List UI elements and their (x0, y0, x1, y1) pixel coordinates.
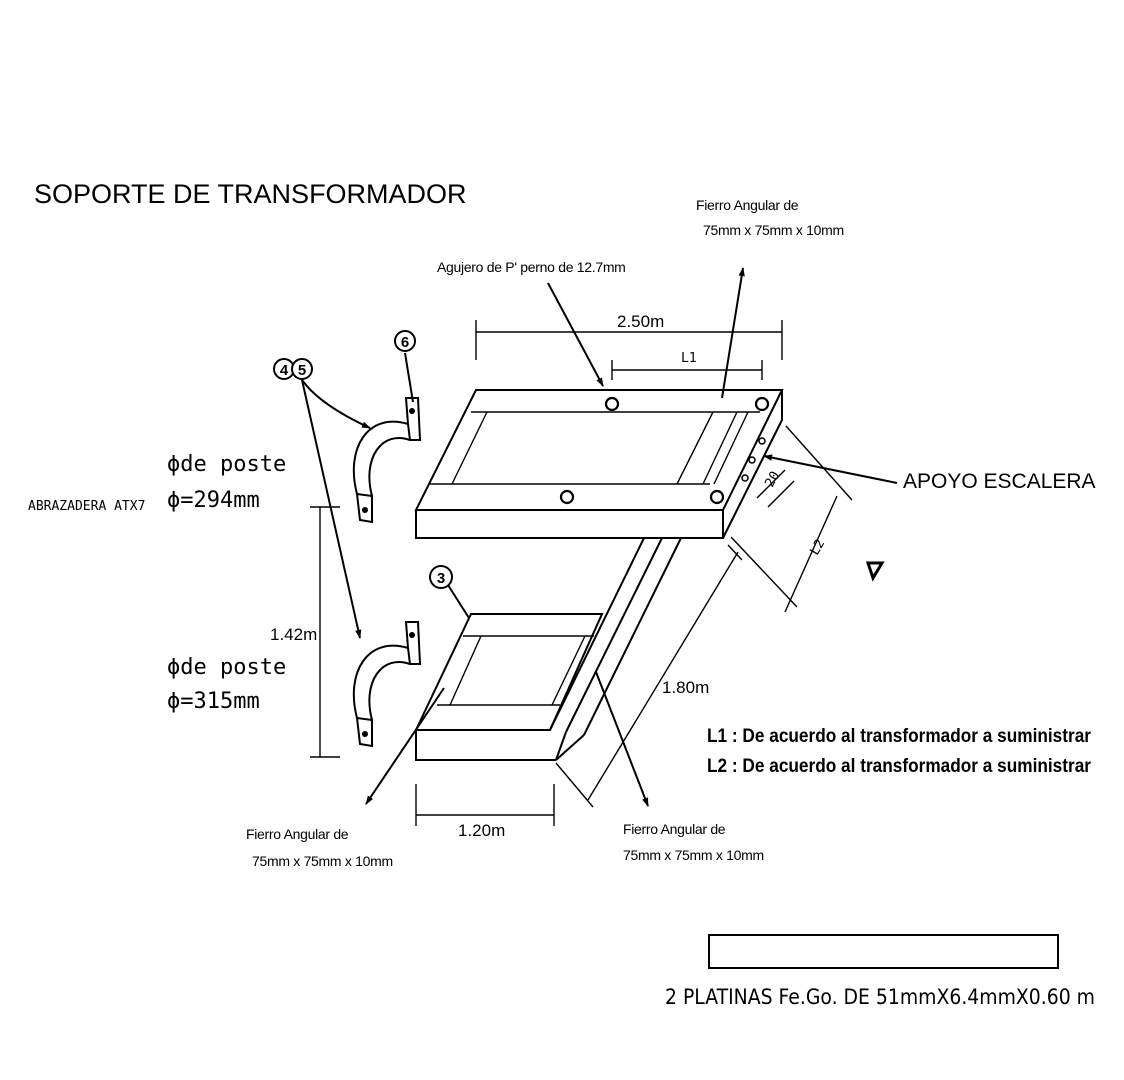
leaders (301, 267, 898, 807)
fierro-right-line2: 75mm x 75mm x 10mm (623, 847, 764, 863)
poste-top-line1: ϕde poste (167, 452, 286, 477)
dim-l1-label: L1 (681, 351, 697, 366)
drawing-title: SOPORTE DE TRANSFORMADOR (34, 179, 467, 209)
fierro-right-line1: Fierro Angular de (623, 821, 726, 837)
diagonal-leg (549, 537, 682, 761)
dim-142-label: 1.42m (270, 625, 317, 644)
poste-bot-line1: ϕde poste (167, 655, 286, 680)
poste-top-line2: ϕ=294mm (167, 488, 260, 513)
dim-120-label: 1.20m (458, 821, 505, 840)
dimension-2-50m (475, 320, 783, 360)
dimension-1-20m (415, 784, 555, 826)
upper-frame (414, 389, 784, 539)
agujero-label: Agujero de P' perno de 12.7mm (437, 259, 626, 275)
dimension-1-80m (555, 544, 743, 808)
clamp-lower (352, 621, 422, 748)
svg-text:4: 4 (280, 362, 289, 379)
fierro-top-line1: Fierro Angular de (696, 197, 799, 213)
svg-text:3: 3 (437, 570, 445, 587)
dimension-l2 (730, 425, 853, 613)
lower-frame (414, 613, 604, 761)
triangle-mark (865, 561, 885, 582)
dim-180-label: 1.80m (662, 678, 709, 697)
platina-rectangle (708, 934, 1059, 969)
note-l2: L2 : De acuerdo al transformador a sumin… (707, 756, 1092, 777)
clamp-upper (352, 397, 422, 524)
abrazadera-label: ABRAZADERA ATX7 (28, 499, 145, 514)
dimension-1-42m (310, 506, 340, 758)
poste-bot-line2: ϕ=315mm (167, 689, 260, 714)
fierro-left-line1: Fierro Angular de (246, 826, 349, 842)
dimension-l1 (611, 360, 763, 380)
note-l1: L1 : De acuerdo al transformador a sumin… (707, 726, 1092, 747)
fierro-left-line2: 75mm x 75mm x 10mm (252, 853, 393, 869)
dim-l2-label: L2 (807, 537, 828, 558)
fierro-top-line2: 75mm x 75mm x 10mm (703, 222, 844, 238)
dim-250-label: 2.50m (617, 312, 664, 331)
svg-text:5: 5 (298, 362, 306, 379)
callout-5: 5 (291, 358, 313, 380)
callout-3: 3 (429, 565, 453, 589)
svg-text:6: 6 (401, 334, 409, 351)
platinas-label: 2 PLATINAS Fe.Go. DE 51mmX6.4mmX0.60 m (665, 985, 1095, 1009)
dim-20-label: 20 (762, 469, 783, 490)
callout-6: 6 (394, 330, 416, 352)
apoyo-escalera-label: APOYO ESCALERA (903, 470, 1096, 493)
